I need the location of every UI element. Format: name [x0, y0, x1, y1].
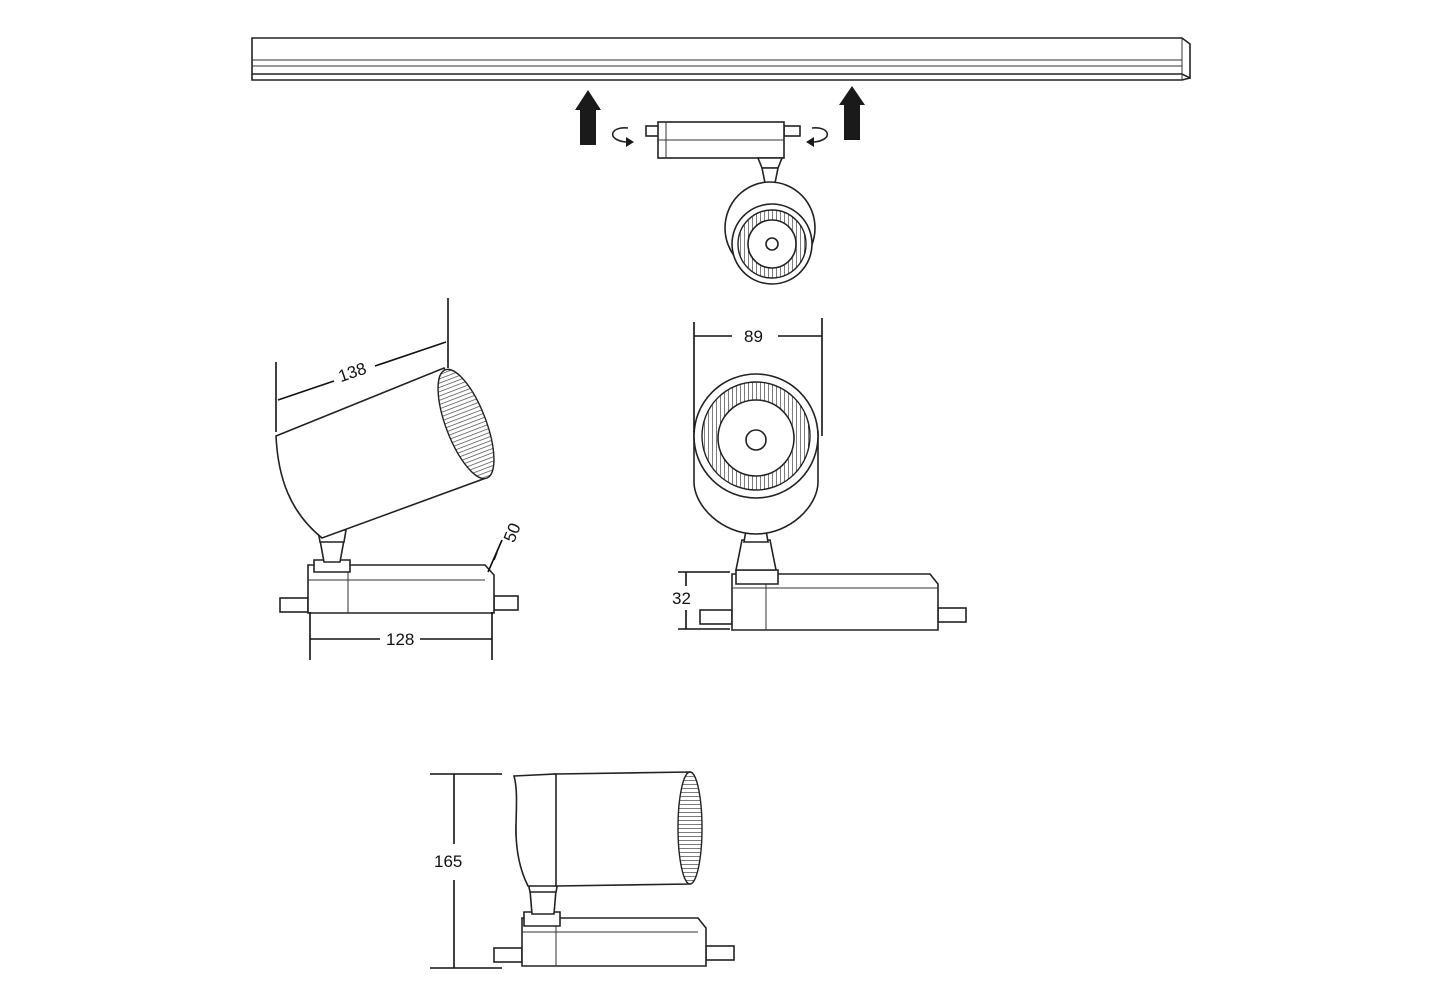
rotate-arrow-left-icon — [611, 127, 634, 147]
dimension-label-128: 128 — [386, 630, 414, 649]
dimension-label-165: 165 — [434, 852, 462, 871]
dimension-base-height: 32 — [672, 571, 730, 630]
dimension-label-138: 138 — [336, 359, 369, 386]
dimension-label-32: 32 — [672, 589, 691, 608]
dimension-total-height: 165 — [430, 773, 502, 969]
side-view-tilted — [275, 366, 519, 614]
dimension-label-50: 50 — [500, 520, 525, 545]
adapter-top-view — [645, 121, 801, 189]
side-view-straight — [493, 771, 735, 967]
insert-arrow-left-icon — [575, 90, 601, 145]
rotate-arrow-right-icon — [806, 127, 829, 147]
dimension-label-89: 89 — [744, 327, 763, 346]
track-rail — [251, 37, 1191, 81]
front-view — [693, 373, 967, 631]
dimension-adapter-length: 128 — [309, 612, 493, 660]
dimension-diameter: 89 — [693, 318, 823, 436]
dimension-adapter-height: 50 — [487, 520, 525, 573]
lamp-head-perspective — [724, 181, 816, 285]
insert-arrow-right-icon — [839, 86, 865, 140]
